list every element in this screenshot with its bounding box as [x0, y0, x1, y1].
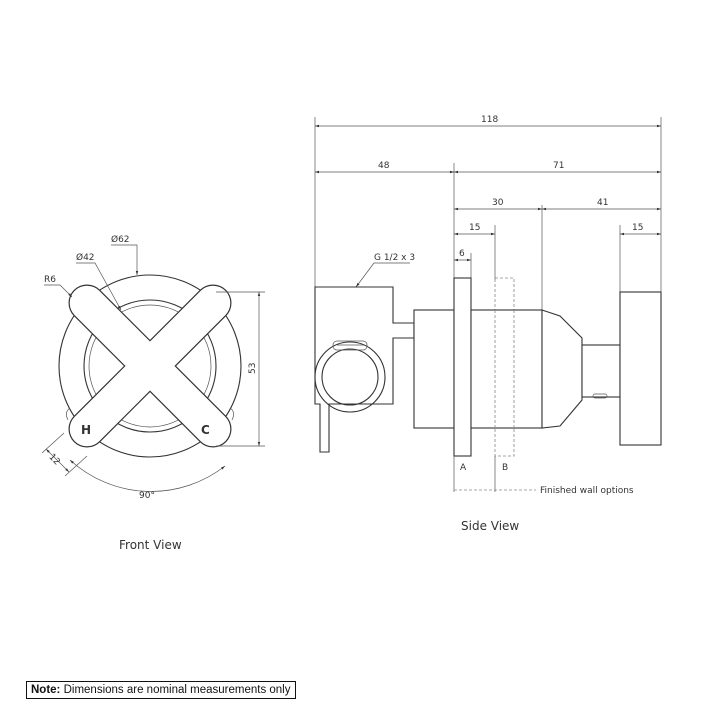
dim-dia-outer: Ø62 [111, 234, 130, 245]
hot-label: H [81, 423, 91, 437]
note-box: Note: Dimensions are nominal measurement… [26, 681, 296, 699]
front-view-title: Front View [119, 538, 182, 552]
spindle-sleeve [470, 309, 543, 429]
dim-15-right: 15 [632, 223, 643, 233]
dim-height: 53 [248, 363, 258, 374]
side-view-title: Side View [461, 519, 519, 533]
wall-label-b: B [502, 463, 508, 473]
dim-30: 30 [492, 198, 504, 208]
inlet-ring-inner [321, 348, 379, 406]
dim-left-part: 48 [378, 161, 390, 171]
dim-radius: R6 [44, 275, 56, 285]
note-prefix: Note: [31, 684, 61, 696]
outer-escutcheon [58, 274, 242, 458]
wall-label-a: A [460, 463, 467, 473]
spindle [581, 344, 621, 398]
dim-6: 6 [459, 249, 465, 259]
note-text: Dimensions are nominal measurements only [60, 684, 291, 696]
dim-15-left: 15 [469, 223, 480, 233]
spindle-taper [541, 309, 583, 429]
dim-thread: G 1/2 x 3 [374, 253, 415, 263]
dim-angle: 90° [139, 491, 155, 501]
wall-note: Finished wall options [540, 486, 634, 496]
inlet-ring-outer [314, 341, 386, 413]
inner-ring [83, 299, 217, 433]
cold-label: C [201, 423, 210, 437]
inner-ring-2 [88, 304, 212, 428]
dim-arm-width: 12 [47, 452, 62, 467]
front-view: H C Ø62 Ø42 R6 53 12 90° Front View [41, 234, 265, 552]
handle-side [619, 291, 662, 446]
side-view: 118 48 71 30 41 15 15 6 G 1/2 x 3 [314, 115, 662, 533]
valve-body [314, 286, 415, 453]
dim-dia-inner: Ø42 [76, 252, 95, 263]
dim-overall: 118 [481, 115, 498, 125]
flange-plate [453, 277, 472, 457]
dim-41: 41 [597, 198, 608, 208]
cross-handle [68, 284, 232, 448]
dim-right-part: 71 [553, 161, 564, 171]
body-sleeve [413, 309, 455, 429]
